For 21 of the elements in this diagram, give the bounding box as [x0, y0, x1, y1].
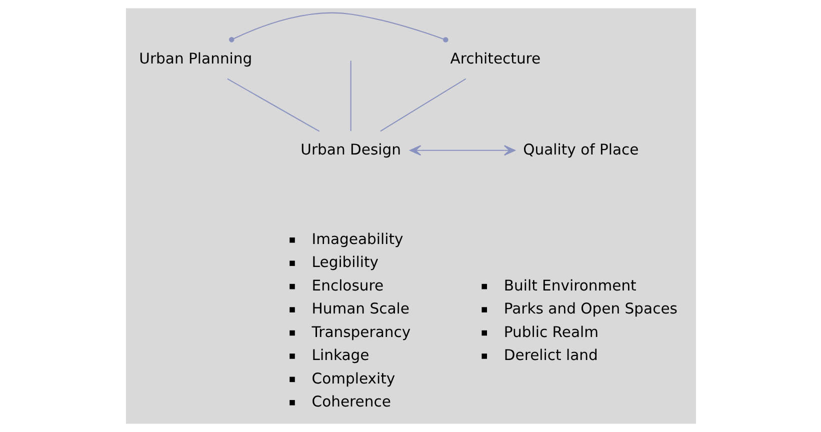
connector: [380, 78, 466, 132]
arrow: [409, 145, 515, 156]
connector: [226, 78, 320, 132]
node-label: Linkage: [311, 347, 369, 364]
connector: [350, 60, 351, 132]
node-text: Architecture: [450, 50, 540, 68]
node-label: Derelict land: [503, 347, 598, 364]
node-label: Built Environment: [503, 277, 636, 294]
node-label: Parks and Open Spaces: [503, 300, 677, 318]
node-label: Imageability: [311, 231, 403, 248]
node-label: Enclosure: [311, 277, 384, 294]
node-label: Human Scale: [311, 300, 409, 318]
node-label: Complexity: [311, 370, 395, 388]
node-label: Transperancy: [311, 324, 410, 341]
node-text: Urban Design: [300, 141, 401, 158]
node-text: Urban Planning: [138, 50, 252, 68]
node-label: Legibility: [311, 254, 378, 272]
node-label: Public Realm: [503, 324, 598, 341]
node-text: Quality of Place: [522, 141, 638, 158]
connector: [228, 12, 448, 42]
node-label: Coherence: [311, 394, 390, 411]
